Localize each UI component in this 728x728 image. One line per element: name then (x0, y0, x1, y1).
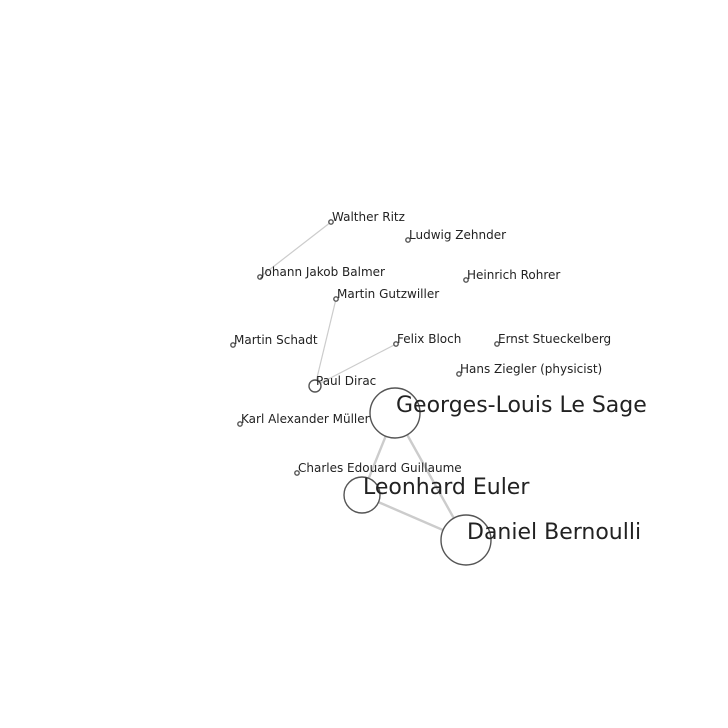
node-martin-gutzwiller[interactable]: Martin Gutzwiller (333, 287, 439, 302)
node-label-georges-louis-le-sage: Georges-Louis Le Sage (396, 393, 647, 418)
node-ernst-stueckelberg[interactable]: Ernst Stueckelberg (494, 332, 611, 347)
node-circle-paul-dirac[interactable] (308, 379, 322, 393)
edge-walther-ritz-johann-jakob-balmer (259, 221, 332, 278)
node-georges-louis-le-sage[interactable]: Georges-Louis Le Sage (369, 387, 647, 439)
node-circle-karl-alexander-muller[interactable] (237, 421, 243, 427)
node-daniel-bernoulli[interactable]: Daniel Bernoulli (440, 514, 641, 566)
node-felix-bloch[interactable]: Felix Bloch (393, 332, 462, 347)
node-hans-ziegler[interactable]: Hans Ziegler (physicist) (456, 362, 602, 377)
node-label-ludwig-zehnder: Ludwig Zehnder (409, 228, 506, 242)
node-label-hans-ziegler: Hans Ziegler (physicist) (460, 362, 602, 376)
node-label-daniel-bernoulli: Daniel Bernoulli (467, 520, 641, 545)
node-label-charles-edouard-guillaume: Charles Edouard Guillaume (298, 461, 462, 475)
node-circle-charles-edouard-guillaume[interactable] (294, 470, 300, 476)
node-ludwig-zehnder[interactable]: Ludwig Zehnder (405, 228, 506, 243)
node-label-johann-jakob-balmer: Johann Jakob Balmer (260, 265, 385, 279)
node-circle-georges-louis-le-sage[interactable] (369, 387, 421, 439)
node-label-walther-ritz: Walther Ritz (332, 210, 405, 224)
node-label-heinrich-rohrer: Heinrich Rohrer (467, 268, 560, 282)
node-label-martin-gutzwiller: Martin Gutzwiller (337, 287, 439, 301)
node-label-felix-bloch: Felix Bloch (397, 332, 461, 346)
node-label-martin-schadt: Martin Schadt (234, 333, 318, 347)
node-circle-leonhard-euler[interactable] (343, 476, 381, 514)
node-circle-martin-gutzwiller[interactable] (333, 296, 339, 302)
node-circle-heinrich-rohrer[interactable] (463, 277, 469, 283)
node-charles-edouard-guillaume[interactable]: Charles Edouard Guillaume (294, 461, 462, 476)
edge-felix-bloch-paul-dirac (314, 343, 397, 387)
node-paul-dirac[interactable]: Paul Dirac (308, 374, 376, 393)
node-karl-alexander-muller[interactable]: Karl Alexander Müller (237, 412, 370, 427)
node-circle-walther-ritz[interactable] (328, 219, 334, 225)
node-heinrich-rohrer[interactable]: Heinrich Rohrer (463, 268, 561, 283)
node-circle-felix-bloch[interactable] (393, 341, 399, 347)
node-circle-martin-schadt[interactable] (230, 342, 236, 348)
node-leonhard-euler[interactable]: Leonhard Euler (343, 475, 530, 514)
node-label-paul-dirac: Paul Dirac (316, 374, 376, 388)
node-label-leonhard-euler: Leonhard Euler (363, 475, 530, 500)
node-label-karl-alexander-muller: Karl Alexander Müller (241, 412, 370, 426)
node-circle-daniel-bernoulli[interactable] (440, 514, 492, 566)
node-circle-ludwig-zehnder[interactable] (405, 237, 411, 243)
node-label-ernst-stueckelberg: Ernst Stueckelberg (498, 332, 611, 346)
node-johann-jakob-balmer[interactable]: Johann Jakob Balmer (257, 265, 385, 280)
node-walther-ritz[interactable]: Walther Ritz (328, 210, 405, 225)
node-circle-johann-jakob-balmer[interactable] (257, 274, 263, 280)
edge-martin-gutzwiller-paul-dirac (314, 298, 337, 387)
node-circle-hans-ziegler[interactable] (456, 371, 462, 377)
node-circle-ernst-stueckelberg[interactable] (494, 341, 500, 347)
node-martin-schadt[interactable]: Martin Schadt (230, 333, 318, 348)
